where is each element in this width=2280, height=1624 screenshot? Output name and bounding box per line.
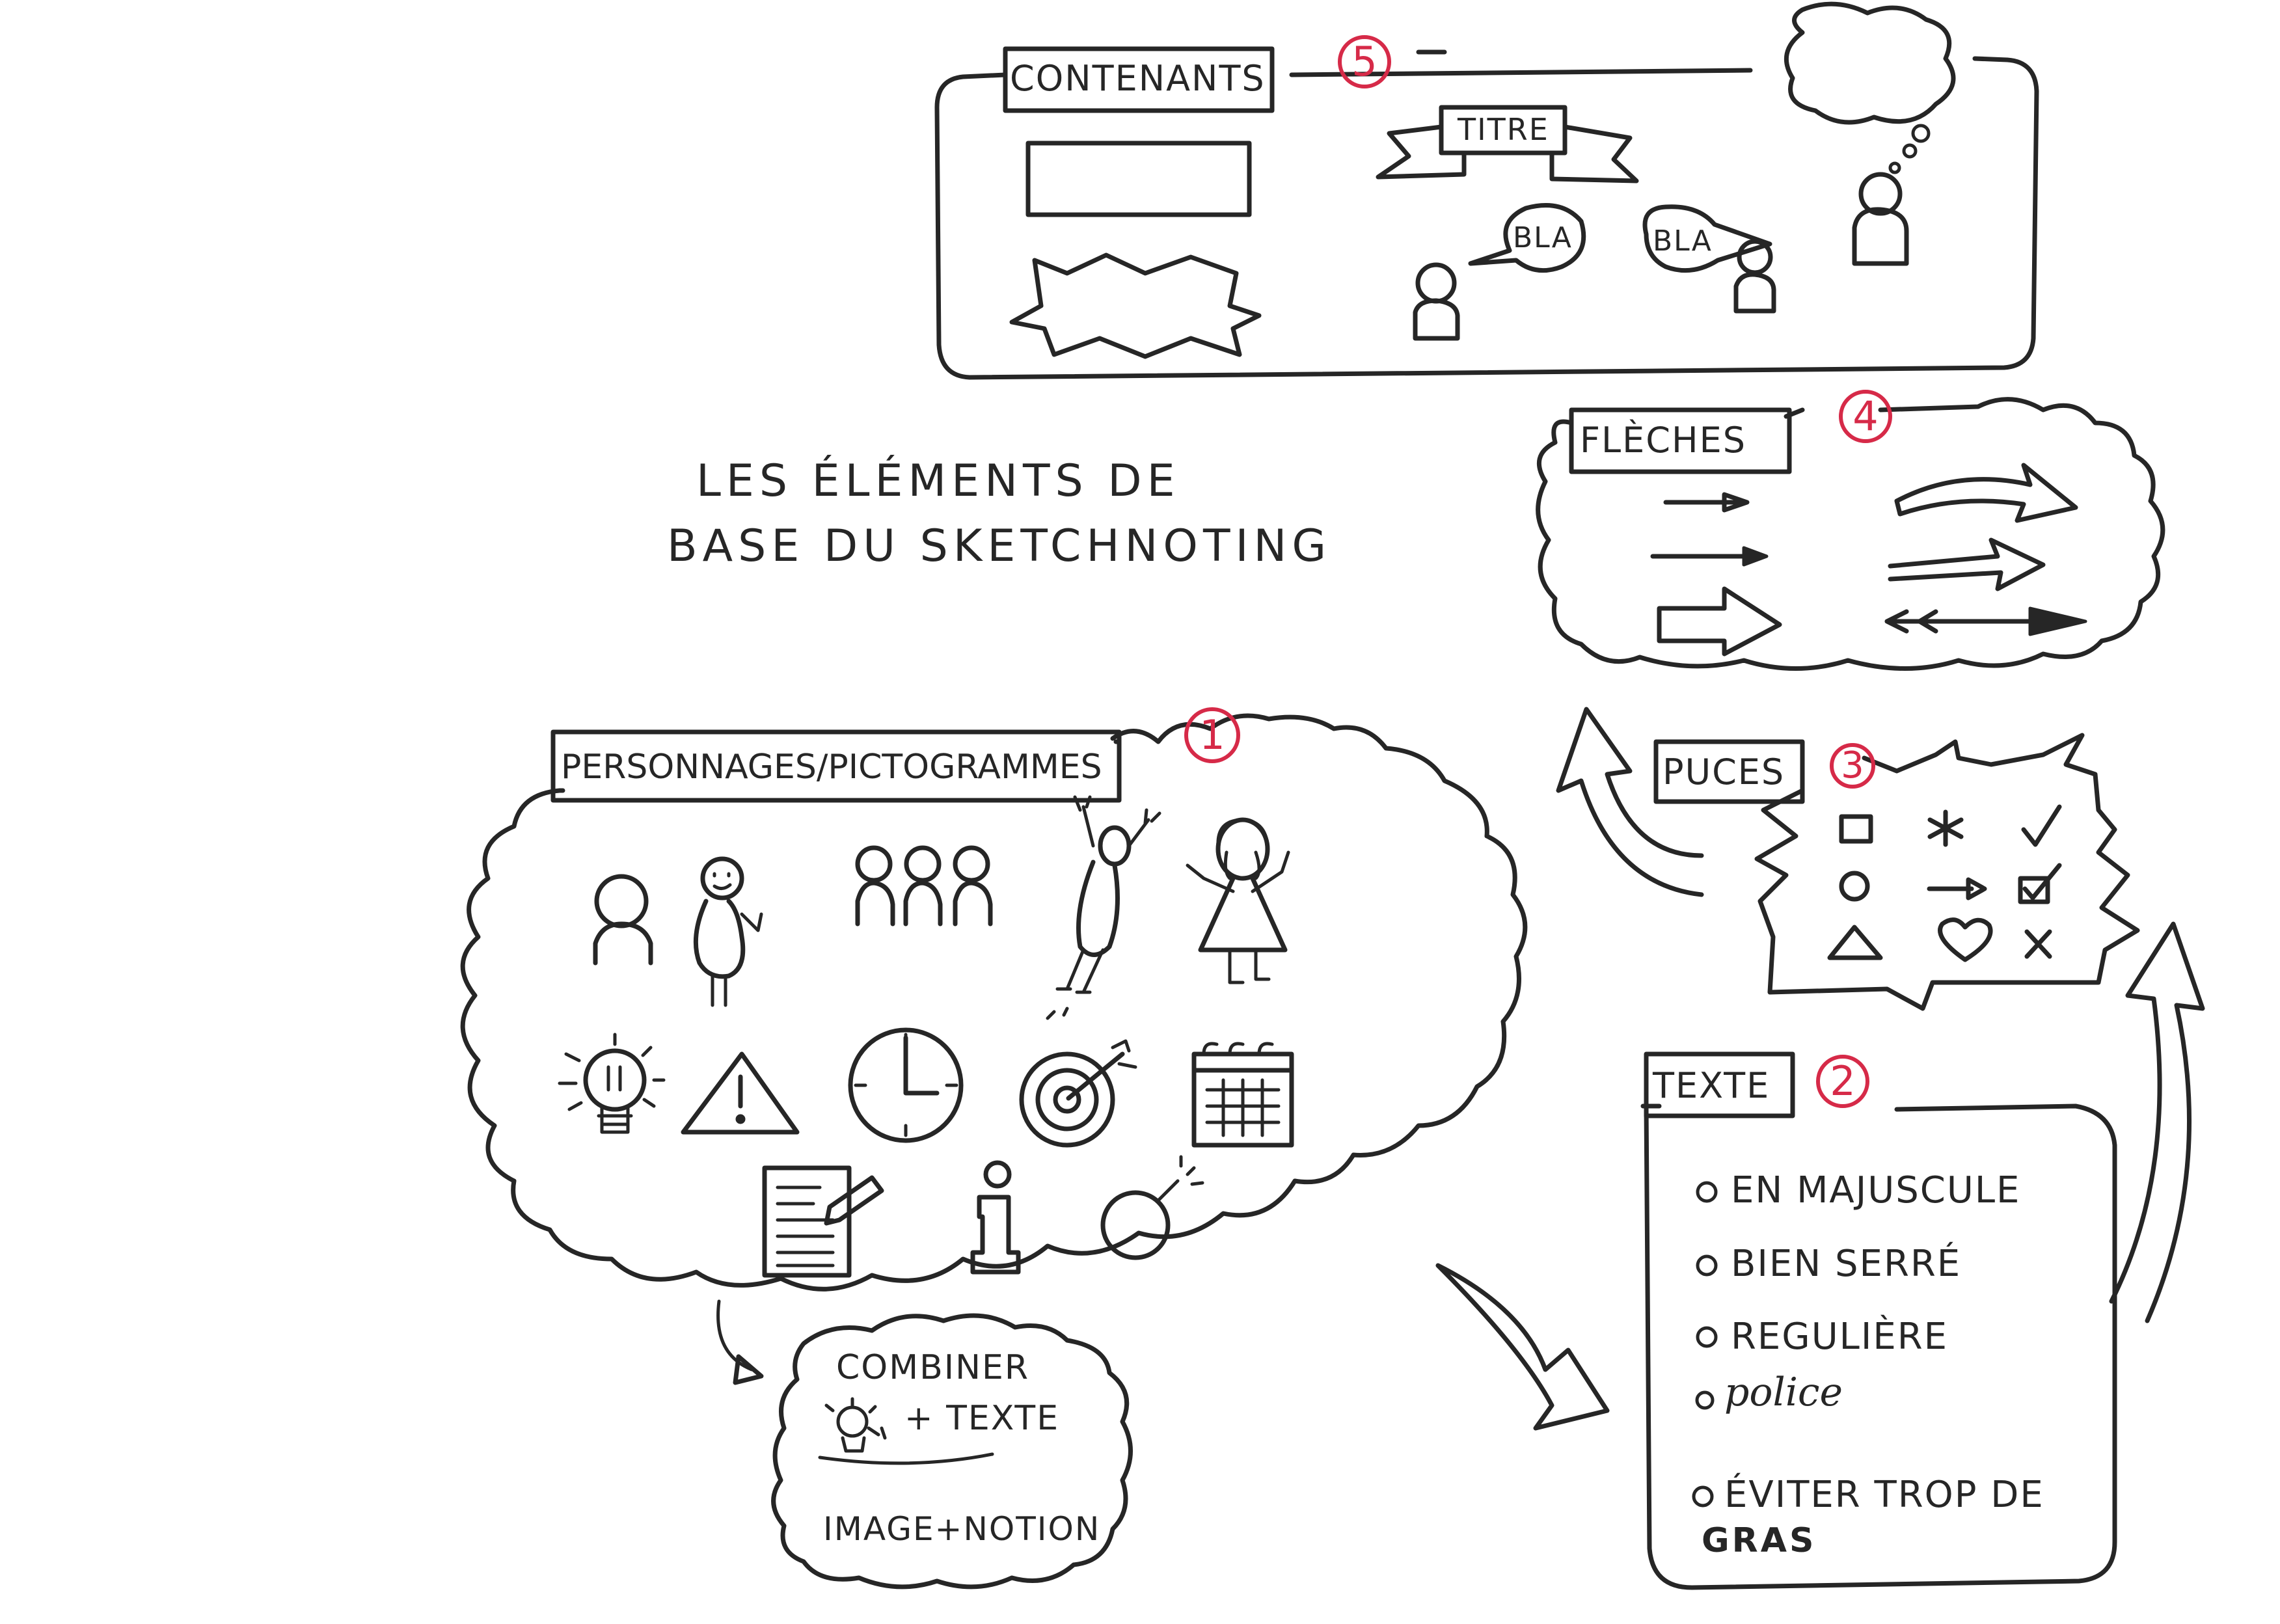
curved-arrow-puces-to-fleches — [1556, 707, 1704, 897]
number-2-circle — [1816, 1055, 1869, 1108]
cross-icon — [2024, 929, 2052, 959]
banner-title: TITRE — [1458, 112, 1549, 147]
square-icon — [1839, 814, 1873, 844]
info-icon — [970, 1160, 1021, 1275]
fleches-label-box — [1569, 407, 1792, 474]
number-5: 5 — [1351, 38, 1378, 85]
contenants-label: CONTENANTS — [1010, 58, 1266, 99]
contenants-container — [934, 49, 2039, 380]
number-1-circle — [1184, 707, 1240, 763]
combiner-plus-texte: + TEXTE — [904, 1399, 1060, 1438]
arrow-head-combiner — [733, 1354, 764, 1385]
triangle-icon — [1827, 925, 1883, 960]
bullet-2 — [1696, 1254, 1718, 1277]
fleches-label: FLÈCHES — [1580, 420, 1746, 461]
plain-rectangle-icon — [1025, 141, 1252, 217]
bullet-4 — [1695, 1390, 1715, 1410]
page-title-line-2: BASE DU SKETCHNOTING — [667, 521, 1332, 572]
bubble-left-text: BLA — [1513, 221, 1573, 254]
texte-label: TEXTE — [1653, 1065, 1771, 1106]
banner-icon — [1376, 105, 1639, 183]
checkmark-icon — [2021, 804, 2062, 847]
page-title-line-1: LES ÉLÉMENTS DE — [696, 455, 1180, 507]
person-icon — [593, 874, 653, 966]
bullet-5 — [1692, 1485, 1714, 1508]
calendar-icon — [1191, 1042, 1294, 1148]
texte-item-3: REGULIÈRE — [1731, 1316, 1949, 1358]
puces-label-box — [1653, 739, 1805, 804]
number-3: 3 — [1841, 744, 1864, 787]
burst-box-icon — [1009, 252, 1262, 359]
number-2: 2 — [1830, 1057, 1856, 1105]
combiner-cloud — [771, 1313, 1133, 1590]
stick-figure-icon — [693, 856, 763, 1007]
number-4: 4 — [1853, 392, 1879, 440]
target-icon — [1019, 1039, 1137, 1148]
curved-arrow-texte-to-puces — [2109, 921, 2205, 1323]
texte-item-4: police — [1724, 1370, 1843, 1415]
asterisk-icon — [1927, 809, 1964, 847]
bubble-right-text: BLA — [1653, 224, 1713, 258]
puces-container — [1754, 733, 2140, 1011]
checked-box-icon — [2018, 863, 2062, 904]
girl-icon — [1186, 817, 1290, 984]
number-3-circle — [1830, 743, 1875, 789]
number-1: 1 — [1199, 711, 1225, 759]
bullet-3 — [1696, 1326, 1718, 1348]
personnages-label-box — [550, 729, 1122, 803]
texte-item-1: EN MAJUSCULE — [1731, 1169, 2021, 1211]
bomb-icon — [1100, 1155, 1204, 1260]
warning-icon — [681, 1051, 800, 1135]
texte-item-5: ÉVITER TROP DE — [1724, 1474, 2044, 1516]
arrow-pictos-to-texte — [1435, 1263, 1610, 1431]
puces-label: PUCES — [1663, 751, 1785, 792]
clock-icon — [848, 1027, 964, 1143]
combiner-line-3: IMAGE+NOTION — [823, 1510, 1101, 1548]
number-4-circle — [1839, 390, 1892, 443]
lightbulb-icon — [558, 1033, 666, 1134]
thought-cloud-icon — [1784, 1, 1956, 266]
group-icon — [855, 845, 993, 927]
number-5-circle — [1338, 35, 1391, 88]
circle-icon — [1839, 871, 1870, 902]
arrow-pictos-to-combiner — [716, 1299, 753, 1372]
texte-gras: GRAS — [1702, 1521, 1817, 1560]
arrow-icon — [1650, 463, 2087, 656]
bullet-1 — [1696, 1181, 1718, 1203]
mini-lightbulb-icon — [824, 1397, 887, 1453]
document-pen-icon — [762, 1165, 884, 1278]
personnages-label: PERSONNAGES/PICTOGRAMMES — [561, 748, 1102, 787]
small-arrow-icon — [1927, 877, 1987, 900]
heart-icon — [1938, 917, 1993, 962]
texte-item-2: BIEN SERRÉ — [1731, 1243, 1962, 1285]
combiner-underline — [818, 1452, 994, 1465]
speech-bubble-icon — [1413, 203, 1776, 341]
combiner-line-1: COMBINER — [836, 1348, 1029, 1387]
contenants-label-box — [1003, 46, 1275, 113]
texte-label-box — [1644, 1051, 1795, 1118]
jumping-figure-icon — [1046, 795, 1161, 1020]
